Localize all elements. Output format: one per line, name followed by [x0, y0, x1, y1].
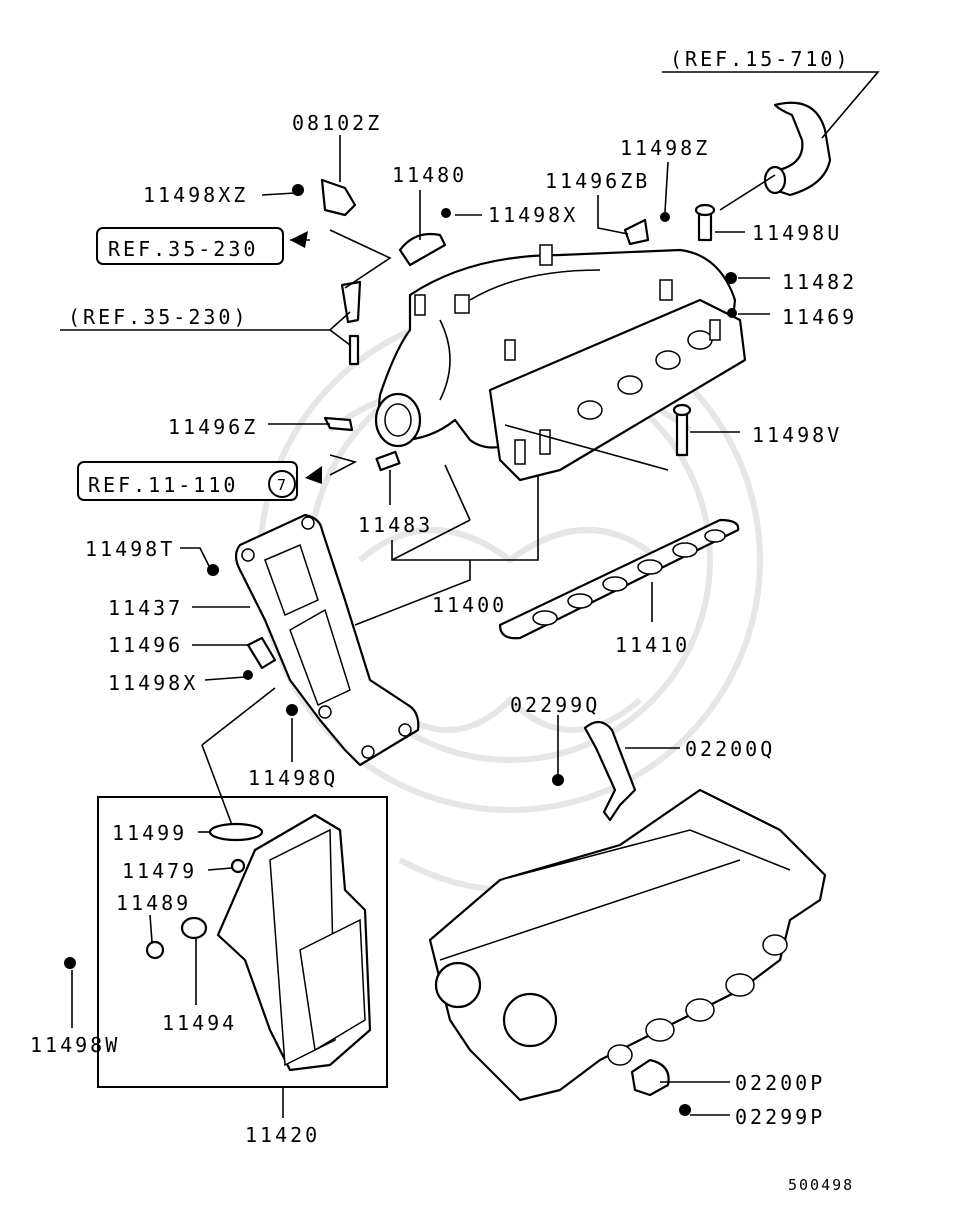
- label-02200Q[interactable]: 02200Q: [685, 737, 775, 761]
- label-11496[interactable]: 11496: [108, 633, 183, 657]
- label-ref-11-110[interactable]: REF.11-110: [88, 473, 238, 497]
- intake-hose: [763, 101, 832, 197]
- label-11469[interactable]: 11469: [782, 305, 857, 329]
- intake-manifold: [374, 244, 747, 482]
- diagram-id: 500498: [788, 1176, 854, 1194]
- label-02299Q[interactable]: 02299Q: [510, 693, 600, 717]
- label-11498Z[interactable]: 11498Z: [620, 136, 710, 160]
- label-11498XZ[interactable]: 11498XZ: [143, 183, 248, 207]
- label-02200P[interactable]: 02200P: [735, 1071, 825, 1095]
- label-11498X-mid[interactable]: 11498X: [108, 671, 198, 695]
- label-11494[interactable]: 11494: [162, 1011, 237, 1035]
- label-11498X-top[interactable]: 11498X: [488, 203, 578, 227]
- label-02299P[interactable]: 02299P: [735, 1105, 825, 1129]
- label-11482[interactable]: 11482: [782, 270, 857, 294]
- manifold-gasket: [498, 518, 740, 640]
- stay-02200P: [630, 1058, 670, 1097]
- ref-arrows: [290, 231, 322, 484]
- label-11498W[interactable]: 11498W: [30, 1033, 120, 1057]
- label-ref-35-230-box[interactable]: REF.35-230: [108, 237, 258, 261]
- label-11437[interactable]: 11437: [108, 596, 183, 620]
- label-11480[interactable]: 11480: [392, 163, 467, 187]
- label-ref-35-230-paren[interactable]: (REF.35-230): [68, 305, 249, 329]
- label-11410[interactable]: 11410: [615, 633, 690, 657]
- label-ref-11-110-circle: 7: [277, 476, 288, 494]
- label-11498V[interactable]: 11498V: [752, 423, 842, 447]
- stay-02200Q: [583, 720, 637, 822]
- ref-circle-7: [268, 470, 296, 498]
- small-bracket-11496: [246, 636, 277, 670]
- leader-lines: [60, 71, 880, 1118]
- label-11420[interactable]: 11420: [245, 1123, 320, 1147]
- label-ref-15-710[interactable]: (REF.15-710): [670, 47, 851, 71]
- label-11498U[interactable]: 11498U: [752, 221, 842, 245]
- ref-box-35-230[interactable]: [96, 227, 284, 265]
- ref-box-11-110[interactable]: [77, 461, 298, 501]
- air-cleaner-box: [97, 796, 388, 1088]
- label-11483[interactable]: 11483: [358, 513, 433, 537]
- bolts: [64, 178, 737, 1116]
- label-11498Q[interactable]: 11498Q: [248, 766, 338, 790]
- label-11496Z[interactable]: 11496Z: [168, 415, 258, 439]
- label-11498T[interactable]: 11498T: [85, 537, 175, 561]
- label-11489[interactable]: 11489: [116, 891, 191, 915]
- label-11400[interactable]: 11400: [432, 593, 507, 617]
- label-11496ZB[interactable]: 11496ZB: [545, 169, 650, 193]
- label-11499[interactable]: 11499: [112, 821, 187, 845]
- cylinder-head: [428, 788, 827, 1102]
- label-11479[interactable]: 11479: [122, 859, 197, 883]
- manifold-stay-bracket: [234, 513, 420, 767]
- label-08102Z[interactable]: 08102Z: [292, 111, 382, 135]
